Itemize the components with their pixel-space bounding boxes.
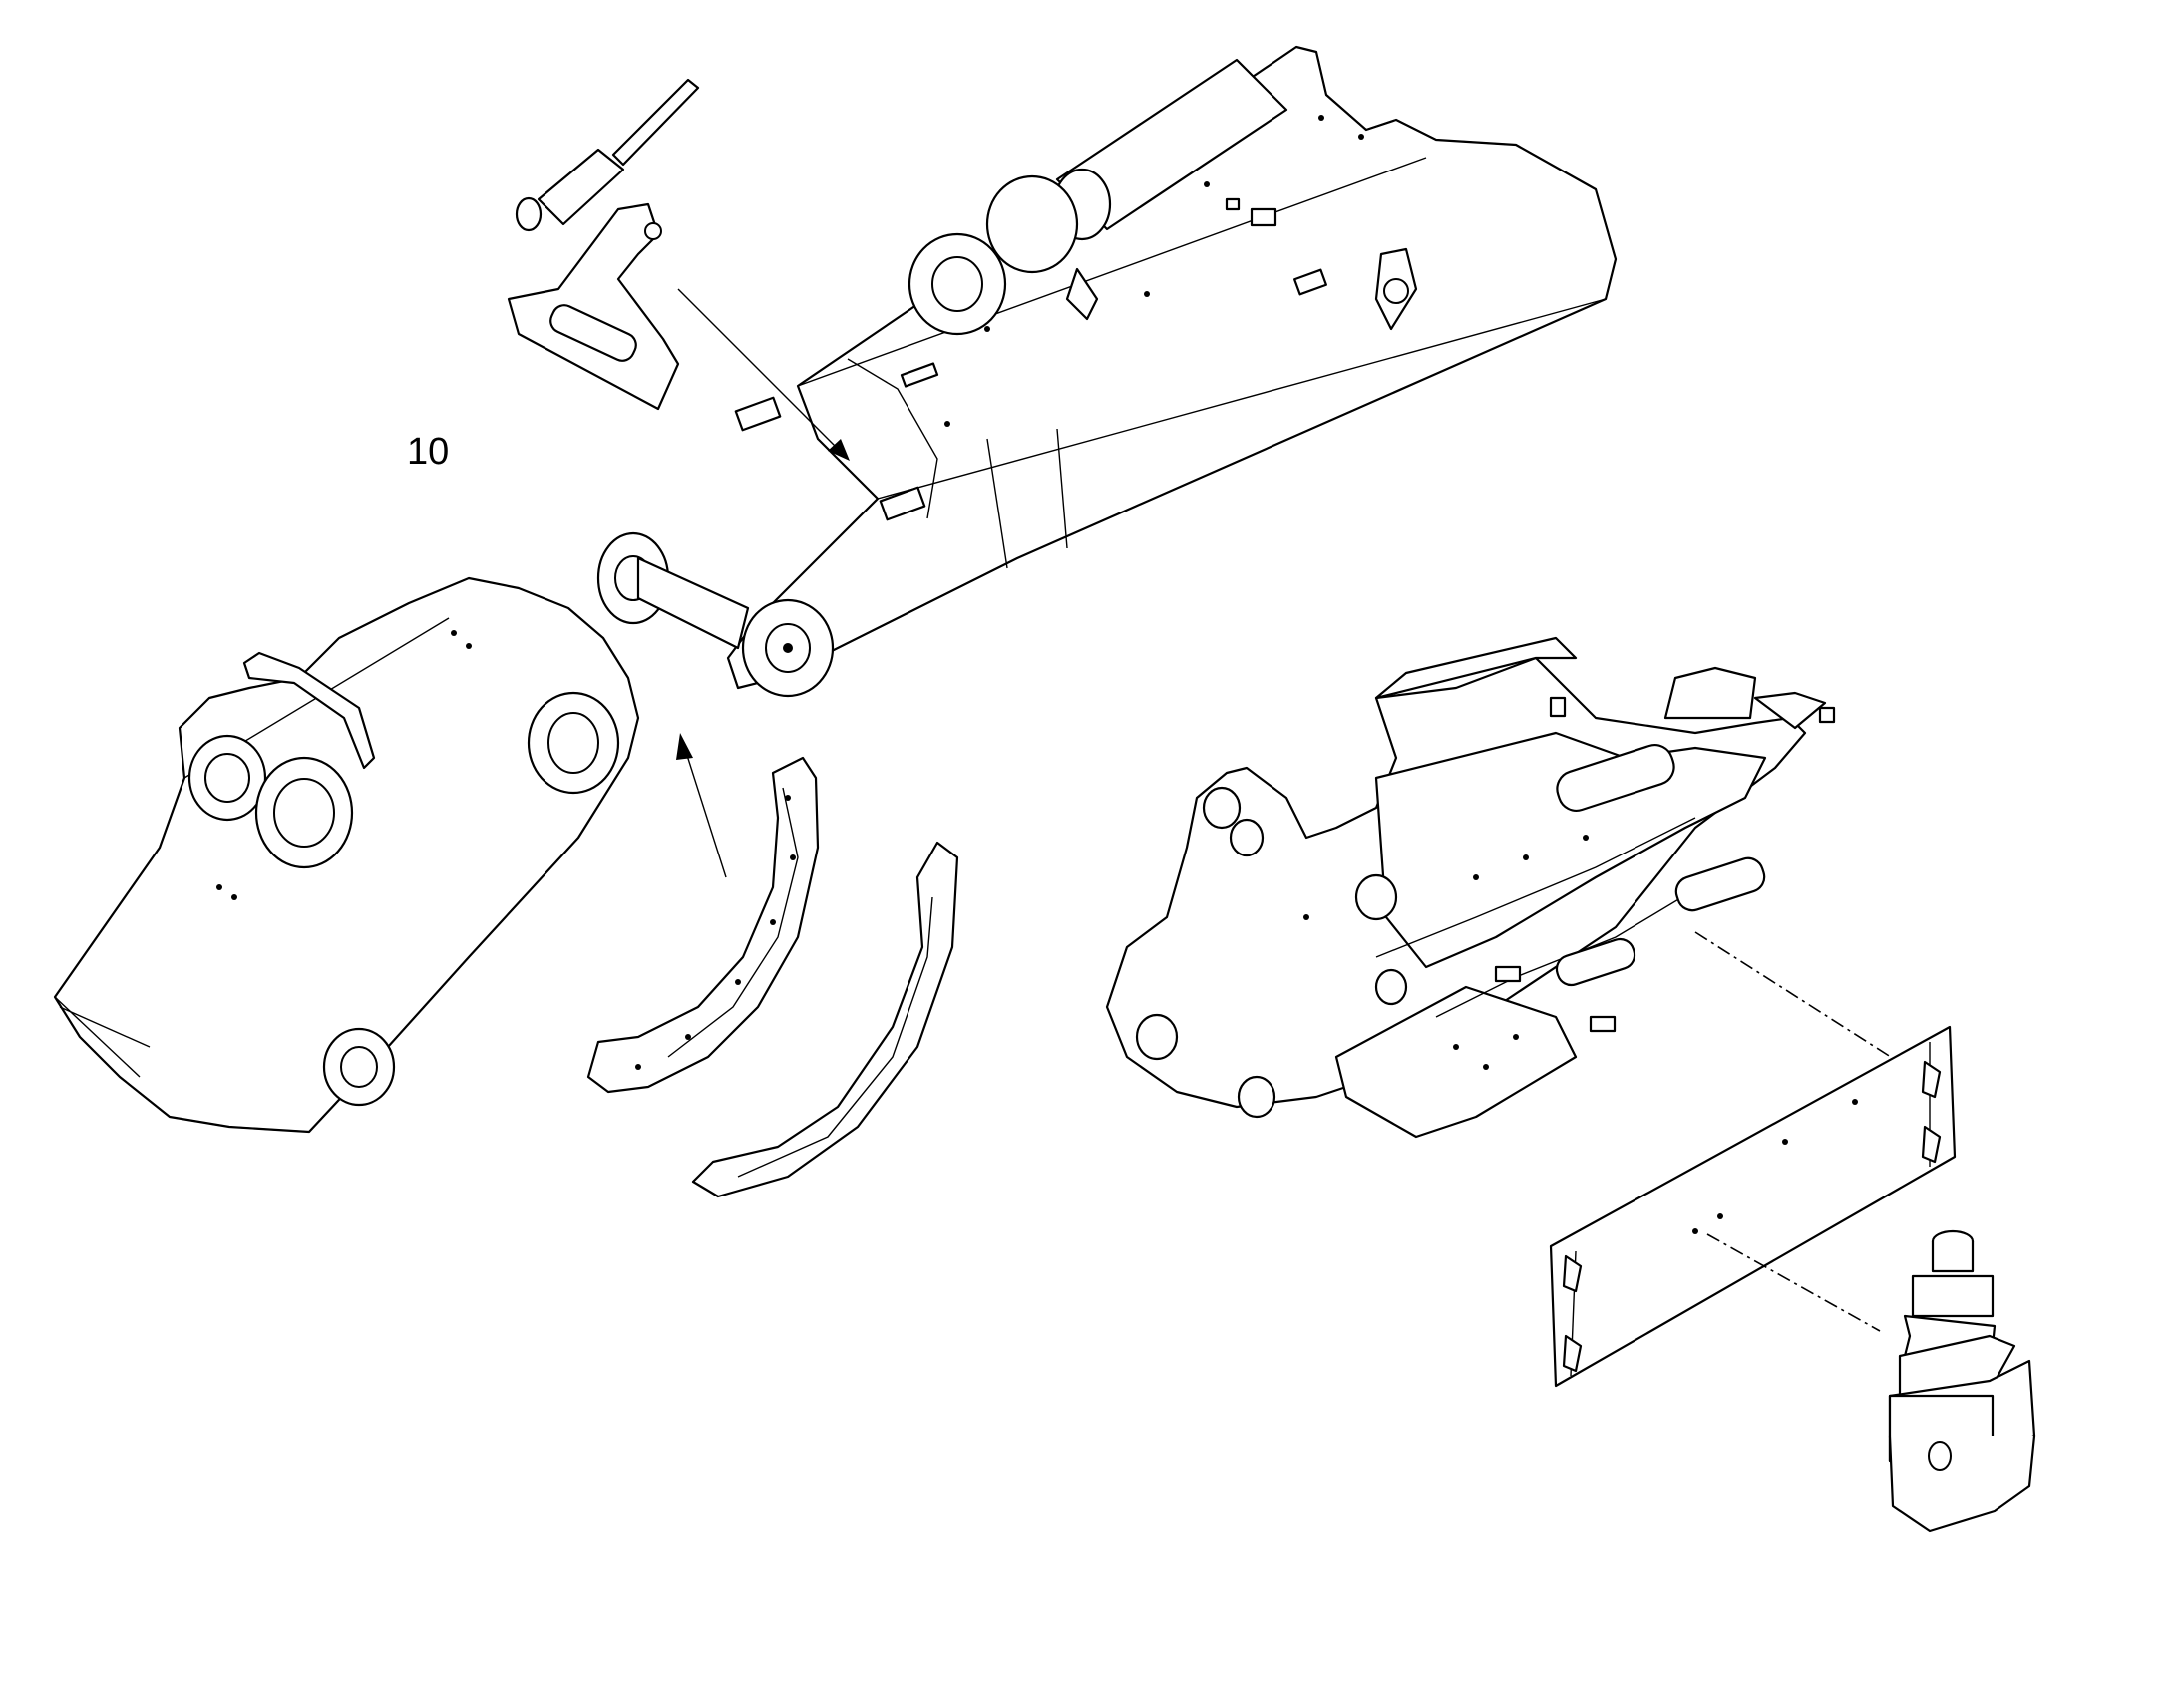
alignment-line-1: [1694, 931, 1931, 1083]
mounting-bracket: [507, 202, 680, 411]
assembly-arrow-1: [677, 288, 850, 461]
alignment-line-2: [1706, 1233, 1881, 1332]
curved-guide-strip: [691, 841, 959, 1198]
main-chassis-frame: [1105, 636, 1836, 1139]
assembly-arrow-2: [676, 733, 727, 878]
boom-arm: [596, 45, 1618, 698]
reference-number-label: 10: [407, 431, 450, 473]
hydraulic-cylinder: [908, 58, 1288, 336]
swing-housing: [53, 576, 640, 1134]
mounting-plate: [1549, 1025, 1957, 1388]
wear-pad-segment: [586, 756, 820, 1094]
valve-block: [1888, 1229, 2036, 1533]
hose-fitting: [515, 78, 700, 232]
